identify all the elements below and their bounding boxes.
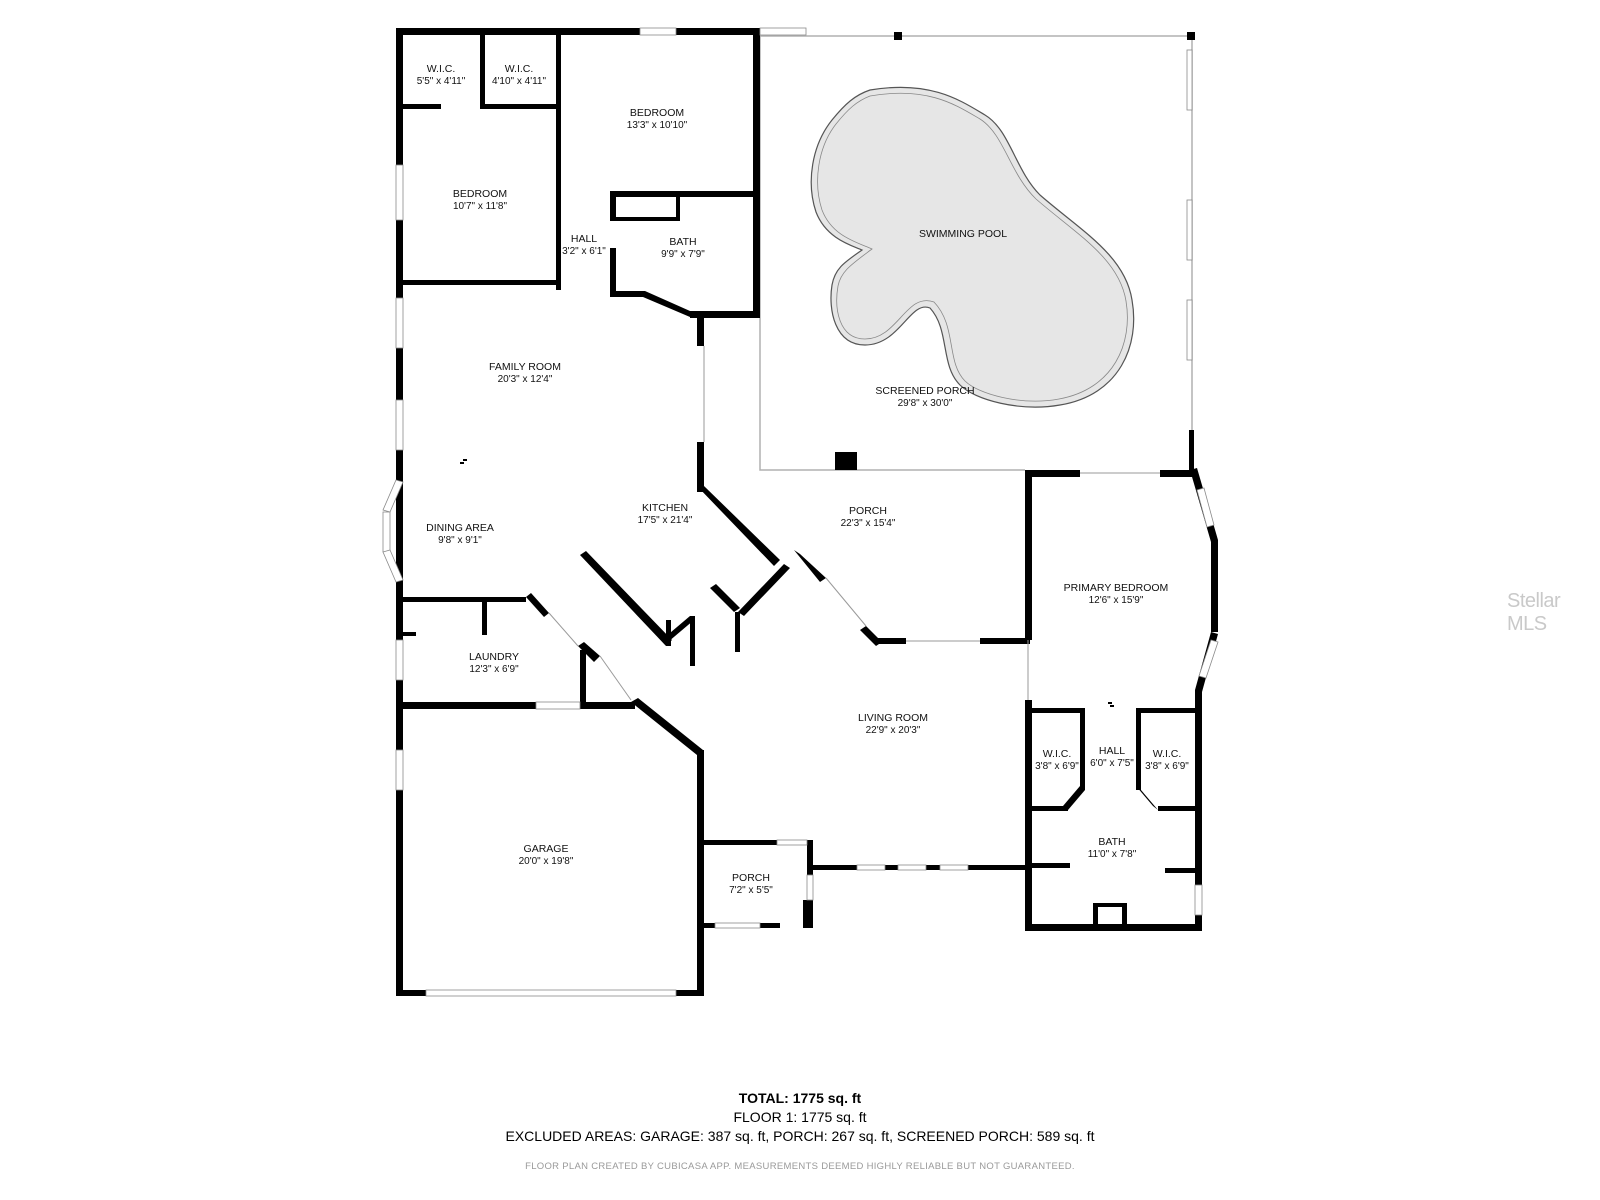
room-name: KITCHEN — [642, 502, 688, 514]
room-name: W.I.C. — [1153, 748, 1182, 760]
glass-lines — [548, 346, 1160, 701]
room-name: SWIMMING POOL — [919, 228, 1007, 240]
room-dims: 11'0" x 7'8" — [1088, 849, 1137, 860]
room-dims: 9'8" x 9'1" — [438, 535, 482, 546]
windows — [382, 27, 1219, 997]
markers — [460, 459, 1114, 707]
room-dims: 9'9" x 7'9" — [661, 249, 705, 260]
room-name: BATH — [1098, 836, 1125, 848]
room-dims: 3'2" x 6'1" — [562, 246, 606, 257]
room-name: BEDROOM — [630, 107, 684, 119]
room-dims: 7'2" x 5'5" — [729, 885, 773, 896]
room-name: W.I.C. — [505, 63, 534, 75]
room-name: HALL — [1099, 745, 1125, 757]
room-dims: 4'10" x 4'11" — [492, 76, 547, 87]
disclaimer: FLOOR PLAN CREATED BY CUBICASA APP. MEAS… — [525, 1161, 1075, 1172]
room-dims: 6'0" x 7'5" — [1090, 758, 1134, 769]
room-name: LAUNDRY — [469, 651, 519, 663]
screen-posts — [835, 32, 1195, 470]
swimming-pool-coping — [817, 92, 1128, 402]
room-dims: 22'9" x 20'3" — [866, 725, 921, 736]
room-name: W.I.C. — [1043, 748, 1072, 760]
room-dims: 20'0" x 19'8" — [519, 856, 574, 867]
room-dims: 17'5" x 21'4" — [638, 515, 693, 526]
total-area: TOTAL: 1775 sq. ft — [738, 1090, 862, 1106]
room-dims: 22'3" x 15'4" — [841, 518, 896, 529]
room-name: PORCH — [732, 872, 770, 884]
room-name: PORCH — [849, 505, 887, 517]
watermark: Stellar MLS — [1507, 590, 1561, 635]
walls — [396, 28, 1218, 996]
room-dims: 13'3" x 10'10" — [627, 120, 688, 131]
room-name: BEDROOM — [453, 188, 507, 200]
room-dims: 12'6" x 15'9" — [1089, 595, 1144, 606]
room-dims: 12'3" x 6'9" — [469, 664, 519, 675]
floor-area: FLOOR 1: 1775 sq. ft — [733, 1109, 867, 1125]
room-dims: 29'8" x 30'0" — [898, 398, 953, 409]
room-name: FAMILY ROOM — [489, 361, 561, 373]
room-name: SCREENED PORCH — [875, 385, 974, 397]
room-dims: 3'8" x 6'9" — [1035, 761, 1079, 772]
room-dims: 10'7" x 11'8" — [453, 201, 508, 212]
room-dims: 5'5" x 4'11" — [417, 76, 466, 87]
room-name: LIVING ROOM — [858, 712, 928, 724]
room-name: HALL — [571, 233, 597, 245]
room-labels: W.I.C. 5'5" x 4'11" W.I.C. 4'10" x 4'11"… — [417, 63, 1190, 896]
room-name: BATH — [669, 236, 696, 248]
room-name: DINING AREA — [426, 522, 494, 534]
room-dims: 3'8" x 6'9" — [1145, 761, 1189, 772]
room-dims: 20'3" x 12'4" — [498, 374, 553, 385]
swimming-pool-shape — [810, 86, 1135, 408]
room-name: PRIMARY BEDROOM — [1064, 582, 1169, 594]
excluded-areas: EXCLUDED AREAS: GARAGE: 387 sq. ft, PORC… — [505, 1128, 1095, 1144]
room-name: GARAGE — [524, 843, 569, 855]
room-name: W.I.C. — [427, 63, 456, 75]
